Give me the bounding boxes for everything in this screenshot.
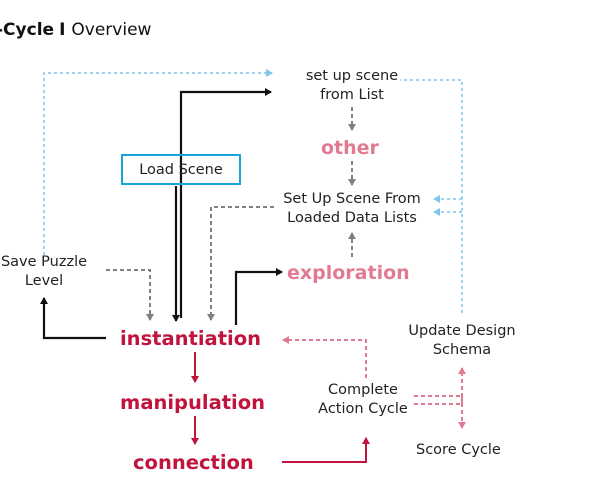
connection-node: connection xyxy=(133,451,254,474)
title-separator: I xyxy=(59,20,66,40)
other-node: other xyxy=(321,137,379,159)
save-to-setup-arrow xyxy=(43,69,273,255)
save-puzzle-level-node: Save Puzzle Level xyxy=(0,253,90,291)
load-scene-label: Load Scene xyxy=(139,161,223,178)
update-design-line-2: Schema xyxy=(432,342,492,358)
setup-list-line-1: set up scene xyxy=(305,68,399,84)
connection-to-complete-arrow xyxy=(282,437,370,463)
score-cycle-node: Score Cycle xyxy=(416,442,501,458)
complete-action-cycle-node: Complete Action Cycle xyxy=(310,381,416,419)
instantiation-node: instantiation xyxy=(120,327,261,350)
instantiation-to-exploration-arrow xyxy=(234,268,283,325)
save-to-instantiation-arrow xyxy=(106,269,154,321)
setup-scene-loaded-node: Set Up Scene From Loaded Data Lists xyxy=(274,190,430,228)
setup-loaded-line-1: Set Up Scene From xyxy=(283,191,421,207)
setup-loaded-line-2: Loaded Data Lists xyxy=(287,210,417,226)
save-puzzle-line-1: Save Puzzle xyxy=(0,254,88,270)
complete-action-line-1: Complete xyxy=(328,382,398,398)
update-design-schema-node: Update Design Schema xyxy=(402,322,522,360)
update-design-line-1: Update Design xyxy=(408,323,516,339)
instantiation-to-setup-list-arrow xyxy=(179,88,272,318)
manipulation-node: manipulation xyxy=(120,391,266,414)
page-title: -Cycle xyxy=(0,20,55,40)
instantiation-to-save-arrow xyxy=(40,297,106,340)
exploration-node: exploration xyxy=(287,262,410,284)
complete-action-line-2: Action Cycle xyxy=(318,401,408,417)
setup-list-line-2: from List xyxy=(320,87,384,103)
complete-to-instantiation-arrow xyxy=(282,336,367,378)
page-subtitle: Overview xyxy=(71,20,152,40)
setup-scene-from-list-node: set up scene from List xyxy=(290,67,414,105)
setuploaded-to-instantiation-arrow xyxy=(207,206,274,321)
save-puzzle-line-2: Level xyxy=(24,273,64,289)
load-scene-box: Load Scene xyxy=(121,154,241,185)
